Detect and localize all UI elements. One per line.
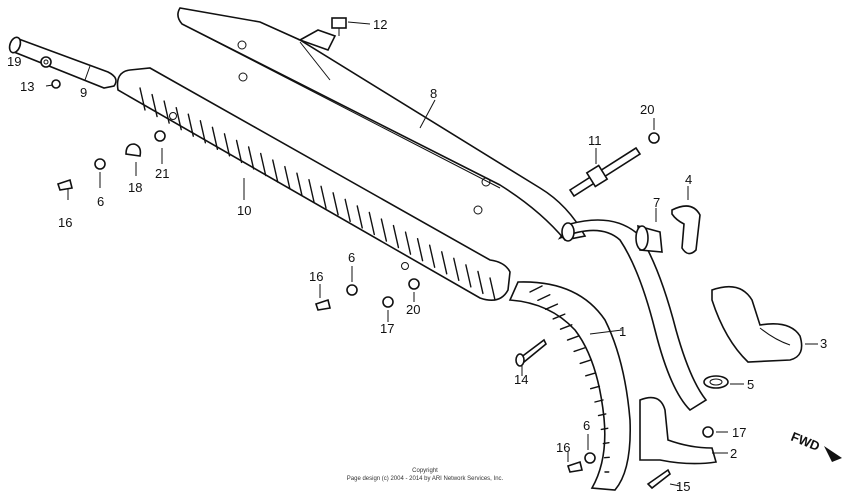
callout-10: 10 — [237, 203, 251, 218]
pipe-protector-part[interactable] — [508, 281, 632, 491]
tail-pipe-part[interactable] — [8, 36, 117, 89]
callout-17-right: 17 — [732, 425, 746, 440]
callout-7: 7 — [653, 195, 660, 210]
bolt-14[interactable] — [515, 338, 548, 376]
callout-2: 2 — [730, 446, 737, 461]
callout-1: 1 — [619, 324, 626, 339]
callout-21: 21 — [155, 166, 169, 181]
fwd-label: FWD — [789, 429, 822, 454]
washer-19[interactable] — [40, 56, 52, 68]
nut-17-mid[interactable] — [382, 296, 394, 322]
callout-18: 18 — [128, 180, 142, 195]
callout-16-bottom: 16 — [556, 440, 570, 455]
callout-16-mid: 16 — [309, 269, 323, 284]
callout-6-mid: 6 — [348, 250, 355, 265]
bolt-13[interactable] — [45, 79, 61, 89]
forward-arrow-icon — [824, 446, 842, 462]
bolt-16-mid[interactable] — [314, 284, 331, 311]
bolt-16-left[interactable] — [56, 178, 73, 200]
washer-20-mid[interactable] — [408, 278, 420, 302]
gasket-part[interactable] — [703, 375, 744, 389]
callout-13: 13 — [20, 79, 34, 94]
nut-17-right[interactable] — [702, 426, 728, 438]
bolt-16-bottom[interactable] — [566, 452, 583, 473]
muffler-body-part[interactable] — [177, 7, 587, 241]
callout-8: 8 — [430, 86, 437, 101]
callout-9: 9 — [80, 85, 87, 100]
cap-18[interactable] — [125, 143, 142, 176]
copyright-line-1: Copyright — [412, 468, 438, 474]
collar-part[interactable] — [635, 208, 663, 253]
joint-pipe-part[interactable] — [711, 285, 818, 363]
stud-bolt-part[interactable] — [568, 146, 642, 198]
clamp-part[interactable] — [671, 186, 701, 255]
copyright-line-2: Page design (c) 2004 - 2014 by ARI Netwo… — [347, 476, 504, 482]
washer-20-right[interactable] — [648, 118, 660, 144]
callout-11: 11 — [588, 133, 602, 148]
nut-6-bottom[interactable] — [584, 434, 596, 464]
callout-20-mid: 20 — [406, 302, 420, 317]
callout-20-right: 20 — [640, 102, 654, 117]
callout-16-left: 16 — [58, 215, 72, 230]
bolt-15[interactable] — [646, 468, 681, 490]
callout-6-bottom: 6 — [583, 418, 590, 433]
washer-21[interactable] — [154, 130, 166, 164]
bolt-12-part[interactable] — [331, 17, 371, 36]
callout-19: 19 — [7, 54, 21, 69]
callout-14: 14 — [514, 372, 528, 387]
callout-15: 15 — [676, 479, 690, 494]
callout-3: 3 — [820, 336, 827, 351]
heat-shield-part[interactable] — [116, 67, 511, 301]
nut-6-mid[interactable] — [346, 266, 358, 296]
lower-guard-part[interactable] — [639, 396, 728, 465]
callout-4: 4 — [685, 172, 692, 187]
nut-6-left[interactable] — [94, 158, 106, 188]
callout-5: 5 — [747, 377, 754, 392]
callout-12: 12 — [373, 17, 387, 32]
callout-6-left: 6 — [97, 194, 104, 209]
callout-17-mid: 17 — [380, 321, 394, 336]
